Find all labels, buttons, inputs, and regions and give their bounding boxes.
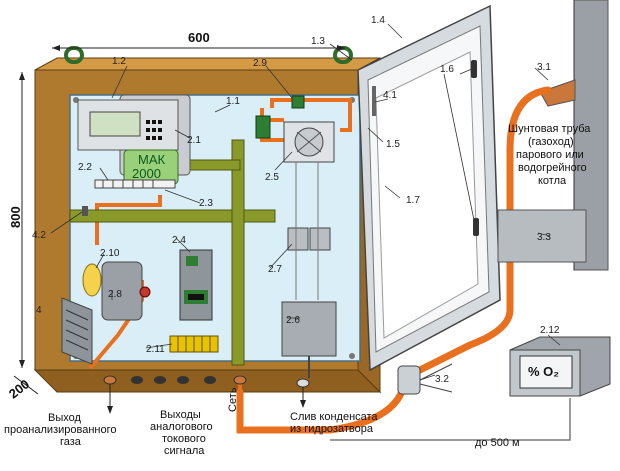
callout-1-4: 1.4 (371, 15, 385, 26)
model-name-line2: 2000 (132, 166, 161, 181)
callout-1-2: 1.2 (112, 56, 126, 67)
depth-dimension: 200 (6, 376, 32, 401)
callout-3-1: 3.1 (537, 62, 551, 73)
outlet-caption-1: Выход (48, 412, 81, 424)
analog-caption-4: сигнала (164, 445, 205, 457)
heater-3-2 (397, 363, 453, 395)
cable-glands (103, 375, 310, 414)
callout-2-9: 2.9 (253, 58, 267, 69)
gas-cooler (255, 95, 335, 163)
callout-2-4: 2.4 (172, 235, 186, 246)
callout-1-3: 1.3 (311, 36, 325, 47)
terminal-block-top (94, 179, 176, 189)
flue-caption-2: (газоход) (528, 136, 574, 148)
outlet-caption-2: проанализированного (4, 424, 116, 436)
thermostat-4-2 (82, 206, 88, 216)
remote-display (509, 336, 611, 397)
oxygen-readout: % O₂ (528, 364, 559, 379)
analyzer-unit (77, 94, 191, 185)
callout-2-10: 2.10 (100, 248, 120, 259)
analog-caption-2: аналогового (150, 421, 213, 433)
callout-4-2: 4.2 (32, 230, 46, 241)
flue-caption-3: парового или (516, 149, 584, 161)
callout-2-11: 2.11 (146, 344, 165, 355)
analog-caption-3: токового (162, 433, 206, 445)
callout-1-7: 1.7 (406, 195, 420, 206)
callout-3-2: 3.2 (435, 374, 449, 385)
ventilation-grille (61, 297, 93, 365)
callout-2-8: 2.8 (108, 289, 122, 300)
sample-pump (82, 261, 151, 321)
outlet-caption-3: газа (60, 436, 82, 448)
drain-caption-2: из гидрозатвора (290, 423, 374, 435)
callout-2-1: 2.1 (187, 135, 201, 146)
drain-caption-1: Слив конденсата (290, 411, 378, 423)
flue-caption-4: водогрейного (518, 162, 587, 174)
callout-1-5: 1.5 (386, 139, 400, 150)
cabinet-door (357, 4, 501, 372)
output-terminal-strip (169, 335, 219, 353)
callout-2-6: 2.6 (286, 315, 300, 326)
mains-caption: Сеть (227, 387, 239, 412)
probe-box-3-3 (497, 209, 587, 263)
analog-caption-1: Выходы (160, 409, 201, 421)
callout-2-7: 2.7 (268, 264, 282, 275)
flue-caption-5: котла (538, 175, 567, 187)
callout-1-1: 1.1 (226, 96, 240, 107)
sensor-modules (287, 162, 331, 300)
width-dimension: 600 (188, 30, 210, 45)
flue-caption-1: Шунтовая труба (508, 123, 591, 135)
dimension-lines (13, 45, 345, 395)
condensate-trap (281, 301, 337, 378)
callout-4: 4 (36, 305, 42, 316)
callout-2-12: 2.12 (540, 325, 560, 336)
callout-2-3: 2.3 (199, 198, 213, 209)
model-name-line1: МАК (138, 152, 166, 167)
height-dimension: 800 (8, 206, 23, 228)
power-unit (179, 249, 213, 321)
distance-caption: до 500 м (475, 437, 520, 449)
callout-1-6: 1.6 (440, 64, 454, 75)
callout-4-1: 4.1 (383, 90, 397, 101)
callout-2-2: 2.2 (78, 162, 92, 173)
external-cable (330, 398, 571, 441)
callout-leaders (50, 23, 561, 381)
callout-3-3: 3.3 (537, 232, 551, 243)
callout-2-5: 2.5 (265, 172, 279, 183)
